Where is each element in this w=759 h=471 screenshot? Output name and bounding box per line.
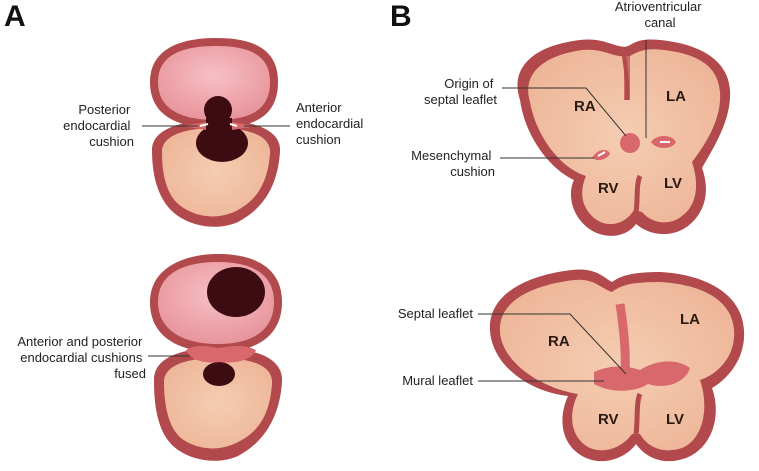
top-rv-label: RV bbox=[598, 180, 619, 197]
leaflets bbox=[594, 361, 690, 391]
top-lv-label: LV bbox=[664, 175, 682, 192]
top-ra-label: RA bbox=[574, 98, 596, 115]
fused-cushions-label: Anterior and posterior endocardial cushi… bbox=[17, 334, 146, 381]
panel-a-letter: A bbox=[4, 0, 26, 33]
panel-b-letter: B bbox=[390, 0, 412, 33]
bottom-lv-label: LV bbox=[666, 411, 684, 428]
bottom-la-label: LA bbox=[680, 311, 700, 328]
septal-leaflet-origin bbox=[620, 133, 640, 153]
bottom-ra-label: RA bbox=[548, 333, 570, 350]
bottom-rv-label: RV bbox=[598, 411, 619, 428]
panel-a-bottom-heart bbox=[150, 254, 283, 461]
av-canal-label: Atrioventricular canal bbox=[615, 0, 705, 30]
mural-leaflet-label: Mural leaflet bbox=[402, 373, 473, 388]
anterior-cushion-label: Anterior endocardial cushion bbox=[296, 100, 367, 147]
panel-a-top-heart bbox=[150, 38, 281, 227]
fused-cushions bbox=[186, 346, 256, 363]
top-la-label: LA bbox=[666, 88, 686, 105]
septal-origin-label: Origin of septal leaflet bbox=[424, 76, 497, 107]
panel-b-bottom-heart bbox=[489, 269, 745, 462]
septal-leaflet-label: Septal leaflet bbox=[398, 306, 474, 321]
panel-b-top-heart bbox=[517, 39, 731, 236]
posterior-cushion-label: Posterior endocardial cushion bbox=[63, 102, 134, 149]
mesenchymal-label: Mesenchymal cushion bbox=[411, 148, 495, 179]
